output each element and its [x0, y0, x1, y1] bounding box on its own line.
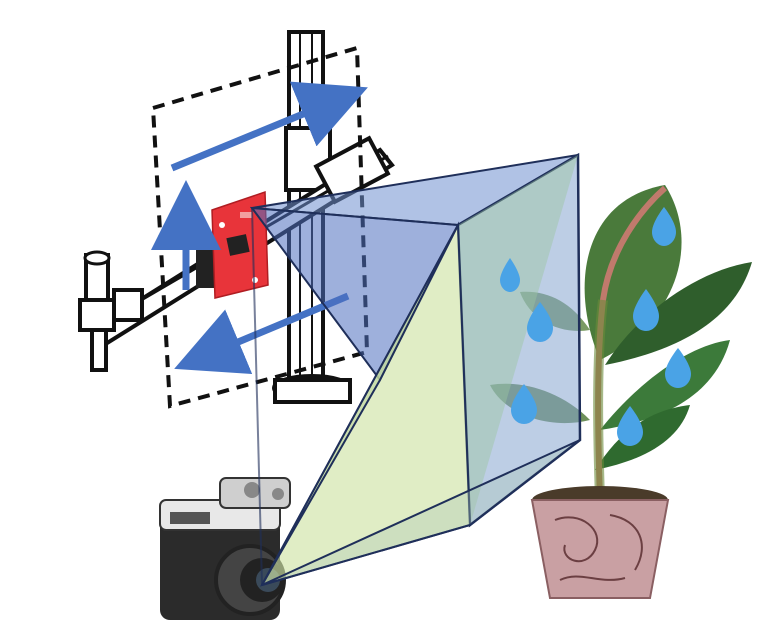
field-of-view-frustum	[249, 152, 582, 587]
arrow-right	[170, 81, 368, 172]
leaf	[605, 262, 752, 365]
water-drop-icon	[652, 207, 676, 246]
pot	[530, 499, 670, 599]
scan-aperture	[150, 45, 370, 409]
water-drop-icon	[527, 302, 553, 342]
water-droplets	[500, 207, 691, 446]
leaf	[600, 340, 730, 430]
water-drop-icon	[511, 384, 537, 424]
water-drop-icon	[633, 289, 659, 331]
leaf	[595, 405, 690, 470]
water-drop-icon	[665, 348, 691, 388]
water-drop-icon	[617, 406, 643, 446]
arrow-left	[174, 292, 350, 375]
camera	[159, 477, 291, 620]
motion-arrows	[151, 81, 368, 375]
water-drop-icon	[500, 258, 520, 292]
